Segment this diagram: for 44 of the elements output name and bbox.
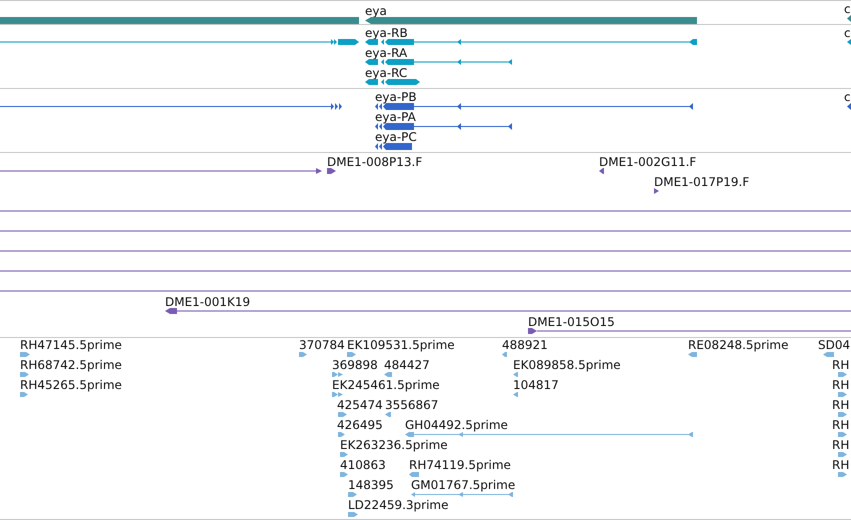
feature-label: RH45265.5prime — [20, 378, 122, 392]
feature-label: 484427 — [384, 358, 430, 372]
feature-label: 148395 — [348, 478, 394, 492]
feature-label: DME1-008P13.F — [327, 154, 422, 168]
feature-label: 410863 — [340, 458, 386, 472]
feature-label: RH74119.5prime — [409, 458, 511, 472]
feature-label: eya-PC — [375, 130, 417, 144]
feature-label: eya-RC — [365, 66, 408, 80]
feature-label: DME1-001K19 — [165, 294, 250, 308]
feature-label: RE08248.5prime — [688, 338, 788, 352]
feature-label: RH — [832, 378, 850, 392]
feature-label: EK109531.5prime — [347, 338, 455, 352]
feature-label: DME1-017P19.F — [654, 174, 750, 188]
feature-label: RH — [832, 358, 850, 372]
feature-label: SD04 — [818, 338, 850, 352]
feature-label: 426495 — [337, 418, 383, 432]
feature-label: 369898 — [332, 358, 378, 372]
feature-label: eya-PA — [375, 110, 416, 124]
feature-label: RH — [832, 458, 850, 472]
feature-label: EK245461.5prime — [332, 378, 440, 392]
feature-label: GH04492.5prime — [405, 418, 508, 432]
feature-label: eya — [365, 4, 387, 18]
feature-label: 425474 — [337, 398, 383, 412]
feature-label: GM01767.5prime — [411, 478, 516, 492]
feature-label: 488921 — [502, 338, 548, 352]
feature-label: RH68742.5prime — [20, 358, 122, 372]
feature-label: LD22459.3prime — [348, 498, 449, 512]
feature-label: RH — [832, 438, 850, 452]
feature-label: EK263236.5prime — [340, 438, 448, 452]
feature-label: c — [844, 90, 851, 104]
feature-label: eya-RB — [365, 26, 408, 40]
feature-label: c — [844, 26, 851, 40]
feature-label: eya-PB — [375, 90, 417, 104]
feature-label: 3556867 — [385, 398, 438, 412]
feature-label: 104817 — [513, 378, 559, 392]
feature-label: RH47145.5prime — [20, 338, 122, 352]
feature-label: 370784 — [299, 338, 345, 352]
feature-label: eya-RA — [365, 46, 408, 60]
feature-label: DME1-015O15 — [528, 314, 615, 328]
feature-label: EK089858.5prime — [513, 358, 621, 372]
feature-label: DME1-002G11.F — [599, 154, 696, 168]
feature-label: RH — [832, 398, 850, 412]
feature-label: c — [844, 2, 851, 16]
feature-label: RH — [832, 418, 850, 432]
